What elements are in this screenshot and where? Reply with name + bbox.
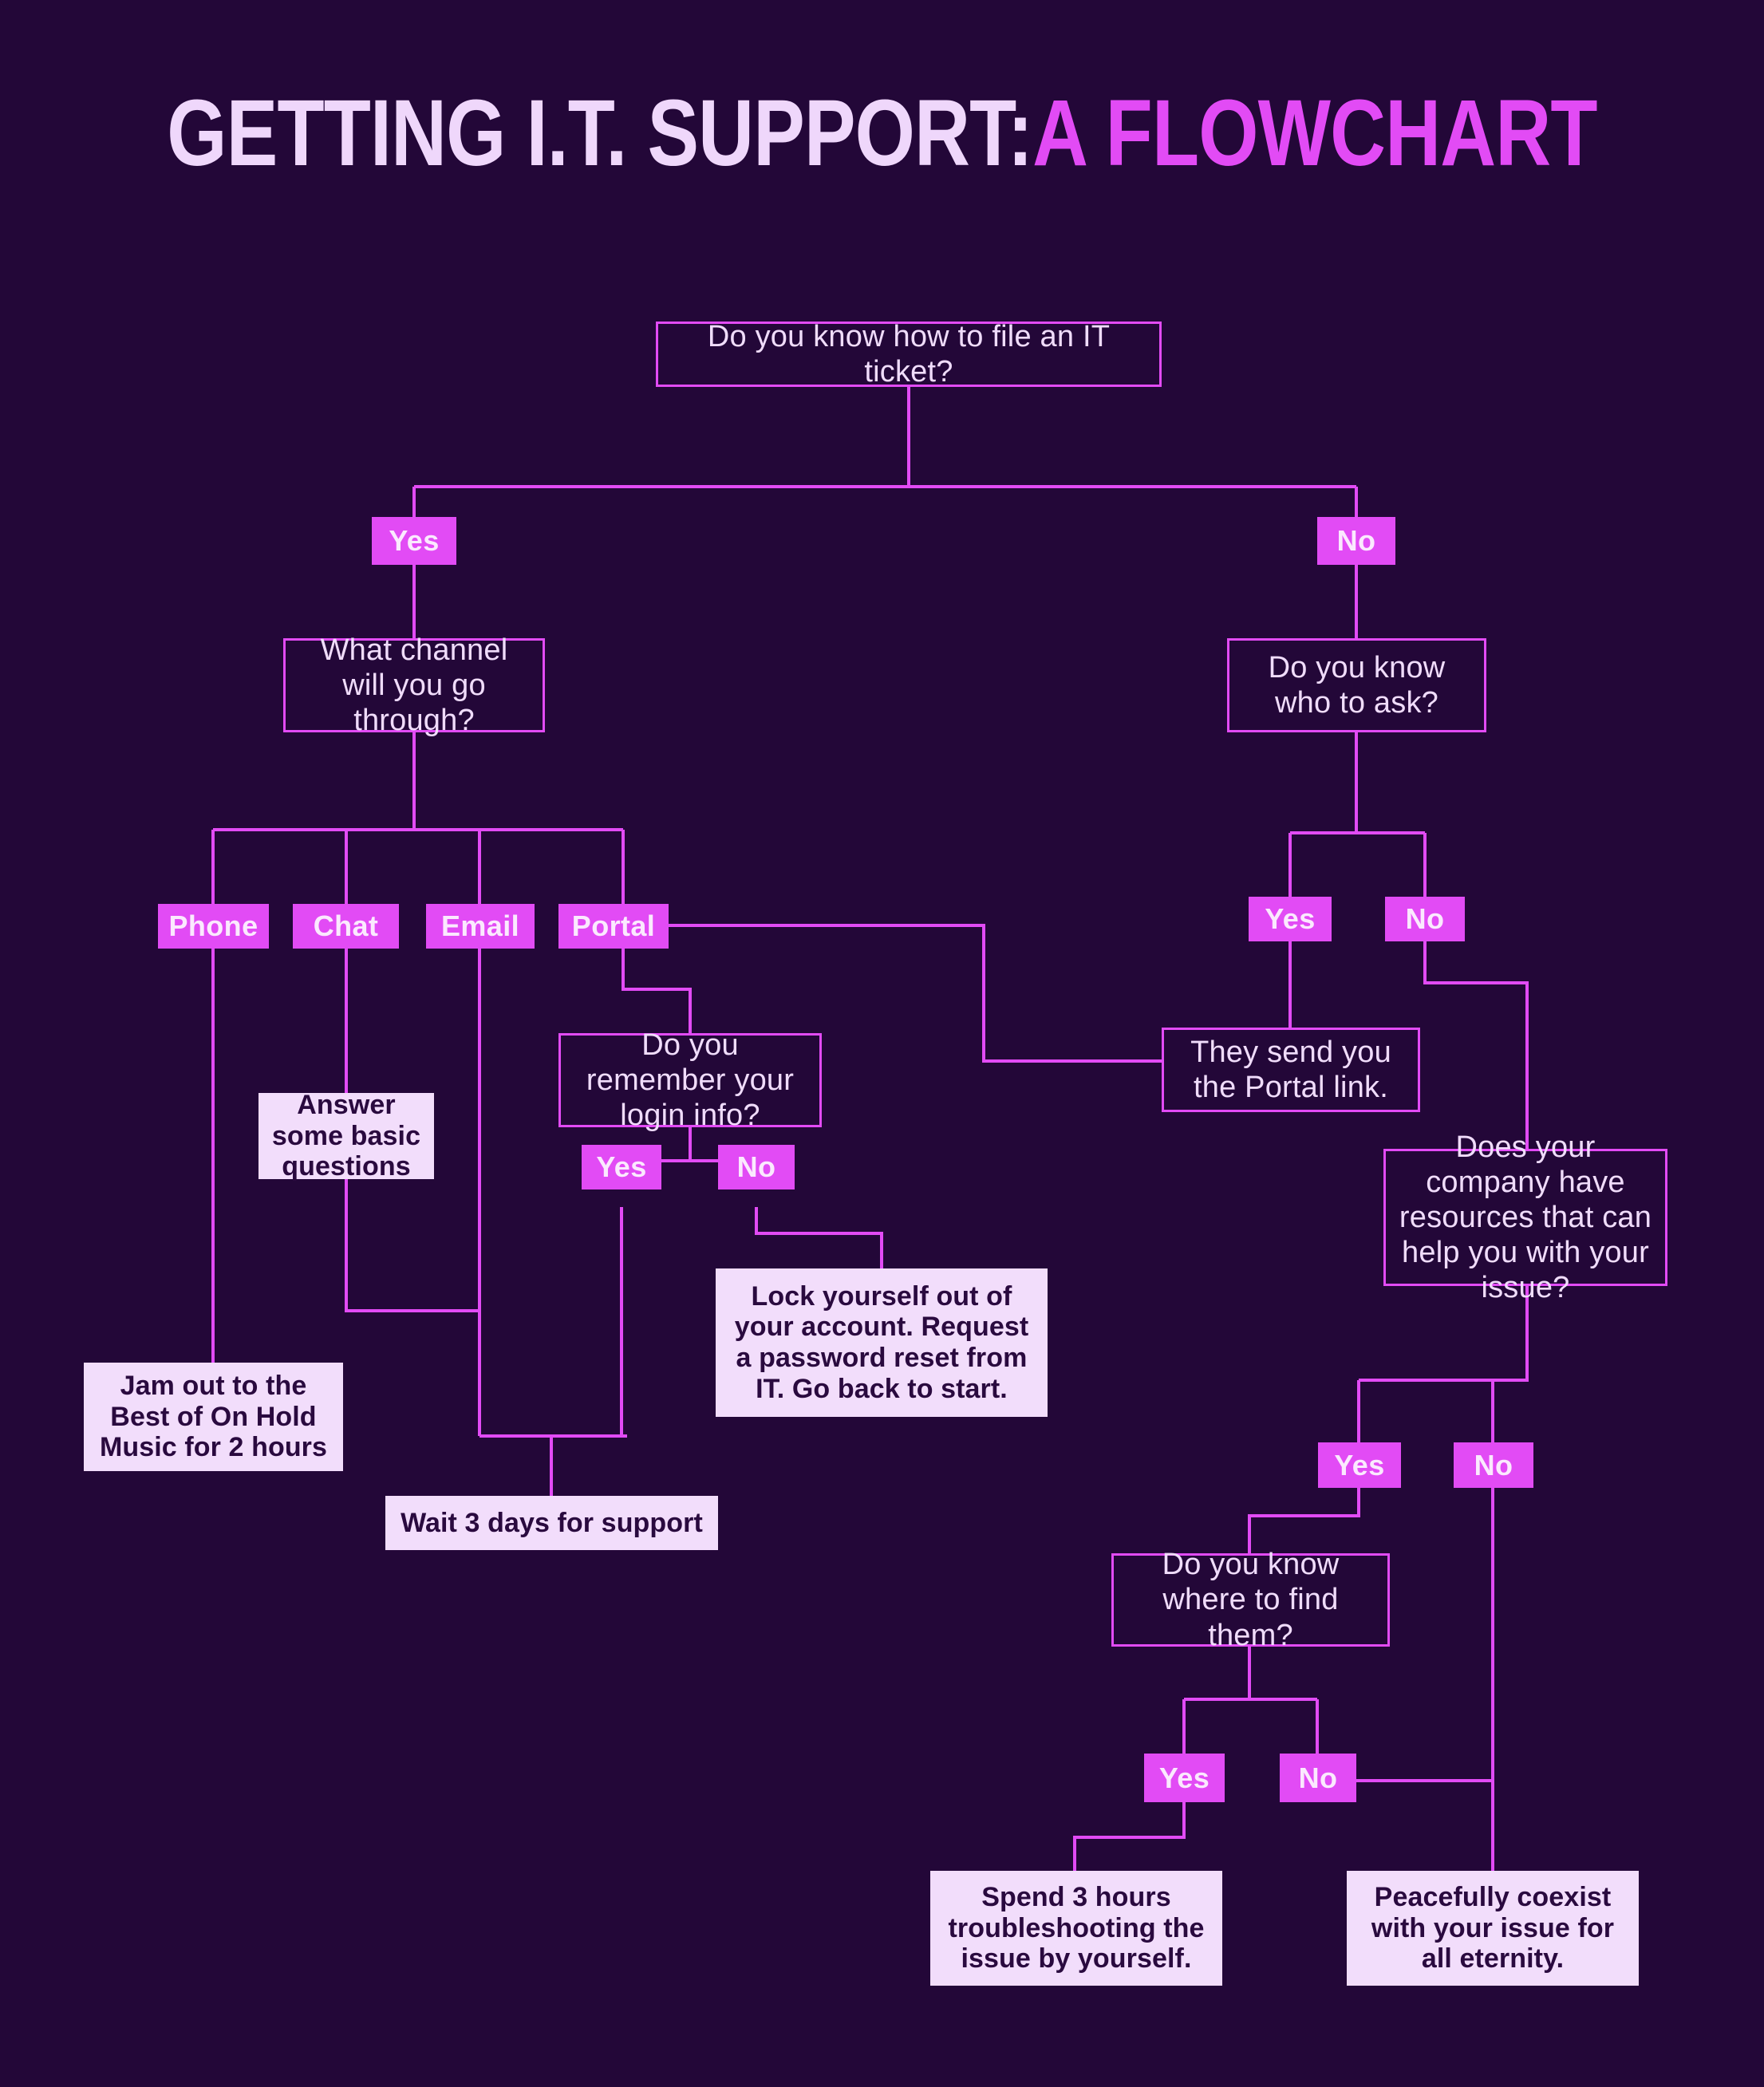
decision-company-resources[interactable]: Does your company have resources that ca… <box>1383 1130 1667 1304</box>
chip-yes-find-them[interactable]: Yes <box>1144 1754 1225 1802</box>
chip-yes-who-ask-label: Yes <box>1265 902 1316 936</box>
decision-remember-login-label: Do you remember your login info? <box>586 1028 795 1133</box>
chip-no-find-them-label: No <box>1298 1761 1338 1794</box>
decision-where-to-find-them-label: Do you know where to find them? <box>1162 1548 1340 1652</box>
outcome-jam-out-on-hold-music-label: Jam out to the Best of On Hold Music for… <box>99 1370 328 1463</box>
title-part-primary: GETTING I.T. SUPPORT: <box>167 81 1033 186</box>
outcome-answer-basic-questions-label: Answer some basic questions <box>271 1089 421 1182</box>
chip-no-resources-label: No <box>1474 1448 1513 1481</box>
chip-no-login-label: No <box>736 1150 776 1184</box>
chip-channel-phone-label: Phone <box>168 909 258 943</box>
outcome-wait-3-days-label: Wait 3 days for support <box>401 1507 703 1538</box>
chip-channel-chat-label: Chat <box>313 909 379 943</box>
decision-remember-login[interactable]: Do you remember your login info? <box>558 1028 822 1132</box>
outcome-peacefully-coexist-label: Peacefully coexist with your issue for a… <box>1371 1881 1615 1975</box>
outcome-spend-3-hours-label: Spend 3 hours troubleshooting the issue … <box>948 1881 1205 1975</box>
chip-yes-who-ask[interactable]: Yes <box>1249 897 1332 941</box>
outcome-spend-3-hours: Spend 3 hours troubleshooting the issue … <box>930 1871 1222 1986</box>
chip-yes-resources[interactable]: Yes <box>1318 1442 1401 1488</box>
outcome-jam-out-on-hold-music: Jam out to the Best of On Hold Music for… <box>84 1363 343 1471</box>
wire-whoaskno-to-resources <box>1423 941 1529 1149</box>
outcome-answer-basic-questions: Answer some basic questions <box>258 1089 434 1182</box>
chip-no-login[interactable]: No <box>718 1145 795 1189</box>
outcome-peacefully-coexist: Peacefully coexist with your issue for a… <box>1347 1871 1639 1986</box>
title-part-accent: A FLOWCHART <box>1032 81 1597 186</box>
outcome-wait-3-days: Wait 3 days for support <box>385 1496 718 1550</box>
outcome-lock-yourself-out: Lock yourself out of your account. Reque… <box>716 1268 1048 1417</box>
chip-channel-portal[interactable]: Portal <box>558 904 669 949</box>
chip-yes-login-label: Yes <box>596 1150 647 1184</box>
chip-channel-chat[interactable]: Chat <box>293 904 399 949</box>
chip-channel-phone[interactable]: Phone <box>158 904 269 949</box>
chip-yes-login[interactable]: Yes <box>582 1145 661 1189</box>
chip-yes-resources-label: Yes <box>1334 1448 1385 1481</box>
chip-no-who-ask[interactable]: No <box>1385 897 1465 941</box>
decision-company-resources-label: Does your company have resources that ca… <box>1399 1130 1652 1305</box>
chip-no-root-label: No <box>1336 524 1376 558</box>
chip-yes-find-them-label: Yes <box>1158 1761 1210 1794</box>
chip-yes-root-label: Yes <box>389 524 440 558</box>
wire-resyes-to-find <box>1248 1488 1360 1553</box>
decision-they-send-portal-link[interactable]: They send you the Portal link. <box>1162 1028 1420 1112</box>
chip-channel-email-label: Email <box>440 909 520 943</box>
decision-what-channel[interactable]: What channel will you go through? <box>283 633 545 737</box>
wire-portal-to-login <box>622 949 692 1033</box>
decision-file-ticket[interactable]: Do you know how to file an IT ticket? <box>656 319 1162 389</box>
chip-no-root[interactable]: No <box>1317 517 1395 565</box>
decision-file-ticket-label: Do you know how to file an IT ticket? <box>707 319 1111 389</box>
wire-answer-to-emailcol <box>345 1179 479 1312</box>
chip-no-who-ask-label: No <box>1405 902 1445 936</box>
chip-channel-email[interactable]: Email <box>426 904 535 949</box>
chip-no-resources[interactable]: No <box>1454 1442 1533 1488</box>
chip-yes-root[interactable]: Yes <box>372 517 456 565</box>
decision-where-to-find-them[interactable]: Do you know where to find them? <box>1111 1548 1390 1652</box>
outcome-lock-yourself-out-label: Lock yourself out of your account. Reque… <box>734 1280 1029 1404</box>
page-title: GETTING I.T. SUPPORT:A FLOWCHART <box>159 86 1605 180</box>
wire-loginno-to-lockout <box>755 1207 883 1268</box>
decision-who-to-ask-label: Do you know who to ask? <box>1268 650 1446 720</box>
chip-channel-portal-label: Portal <box>571 909 656 943</box>
decision-they-send-portal-link-label: They send you the Portal link. <box>1190 1035 1391 1104</box>
decision-who-to-ask[interactable]: Do you know who to ask? <box>1227 638 1486 732</box>
wire-findyes-to-spend <box>1073 1802 1186 1871</box>
chip-no-find-them[interactable]: No <box>1280 1754 1356 1802</box>
decision-what-channel-label: What channel will you go through? <box>320 633 508 738</box>
